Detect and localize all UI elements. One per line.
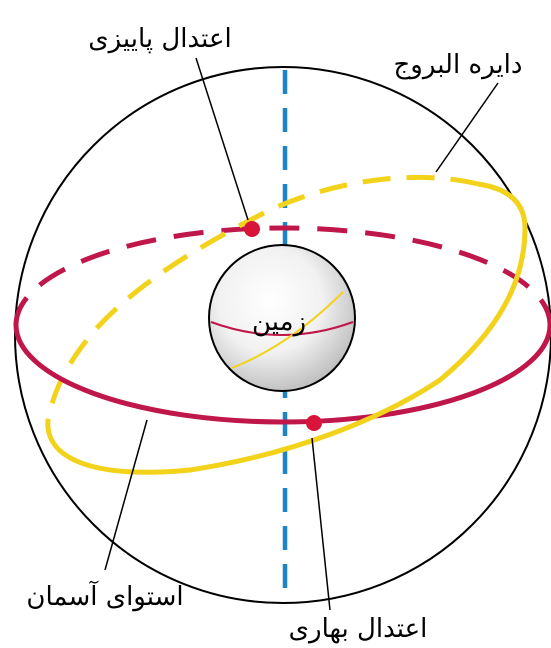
celestial-equator-leader [105,420,147,570]
ecliptic-label: دایره البروج [394,50,523,80]
earth-label: زمین [252,307,306,337]
autumnal-equinox-label: اعتدال پاییزی [88,24,232,54]
celestial-equator-label: استوای آسمان [26,580,183,612]
ecliptic-leader [436,83,498,172]
vernal-equinox-label: اعتدال بهاری [289,614,428,644]
autumnal-equinox-leader [196,58,248,220]
vernal-equinox-point [306,415,322,431]
autumnal-equinox-point [244,221,260,237]
vernal-equinox-leader [312,438,330,610]
